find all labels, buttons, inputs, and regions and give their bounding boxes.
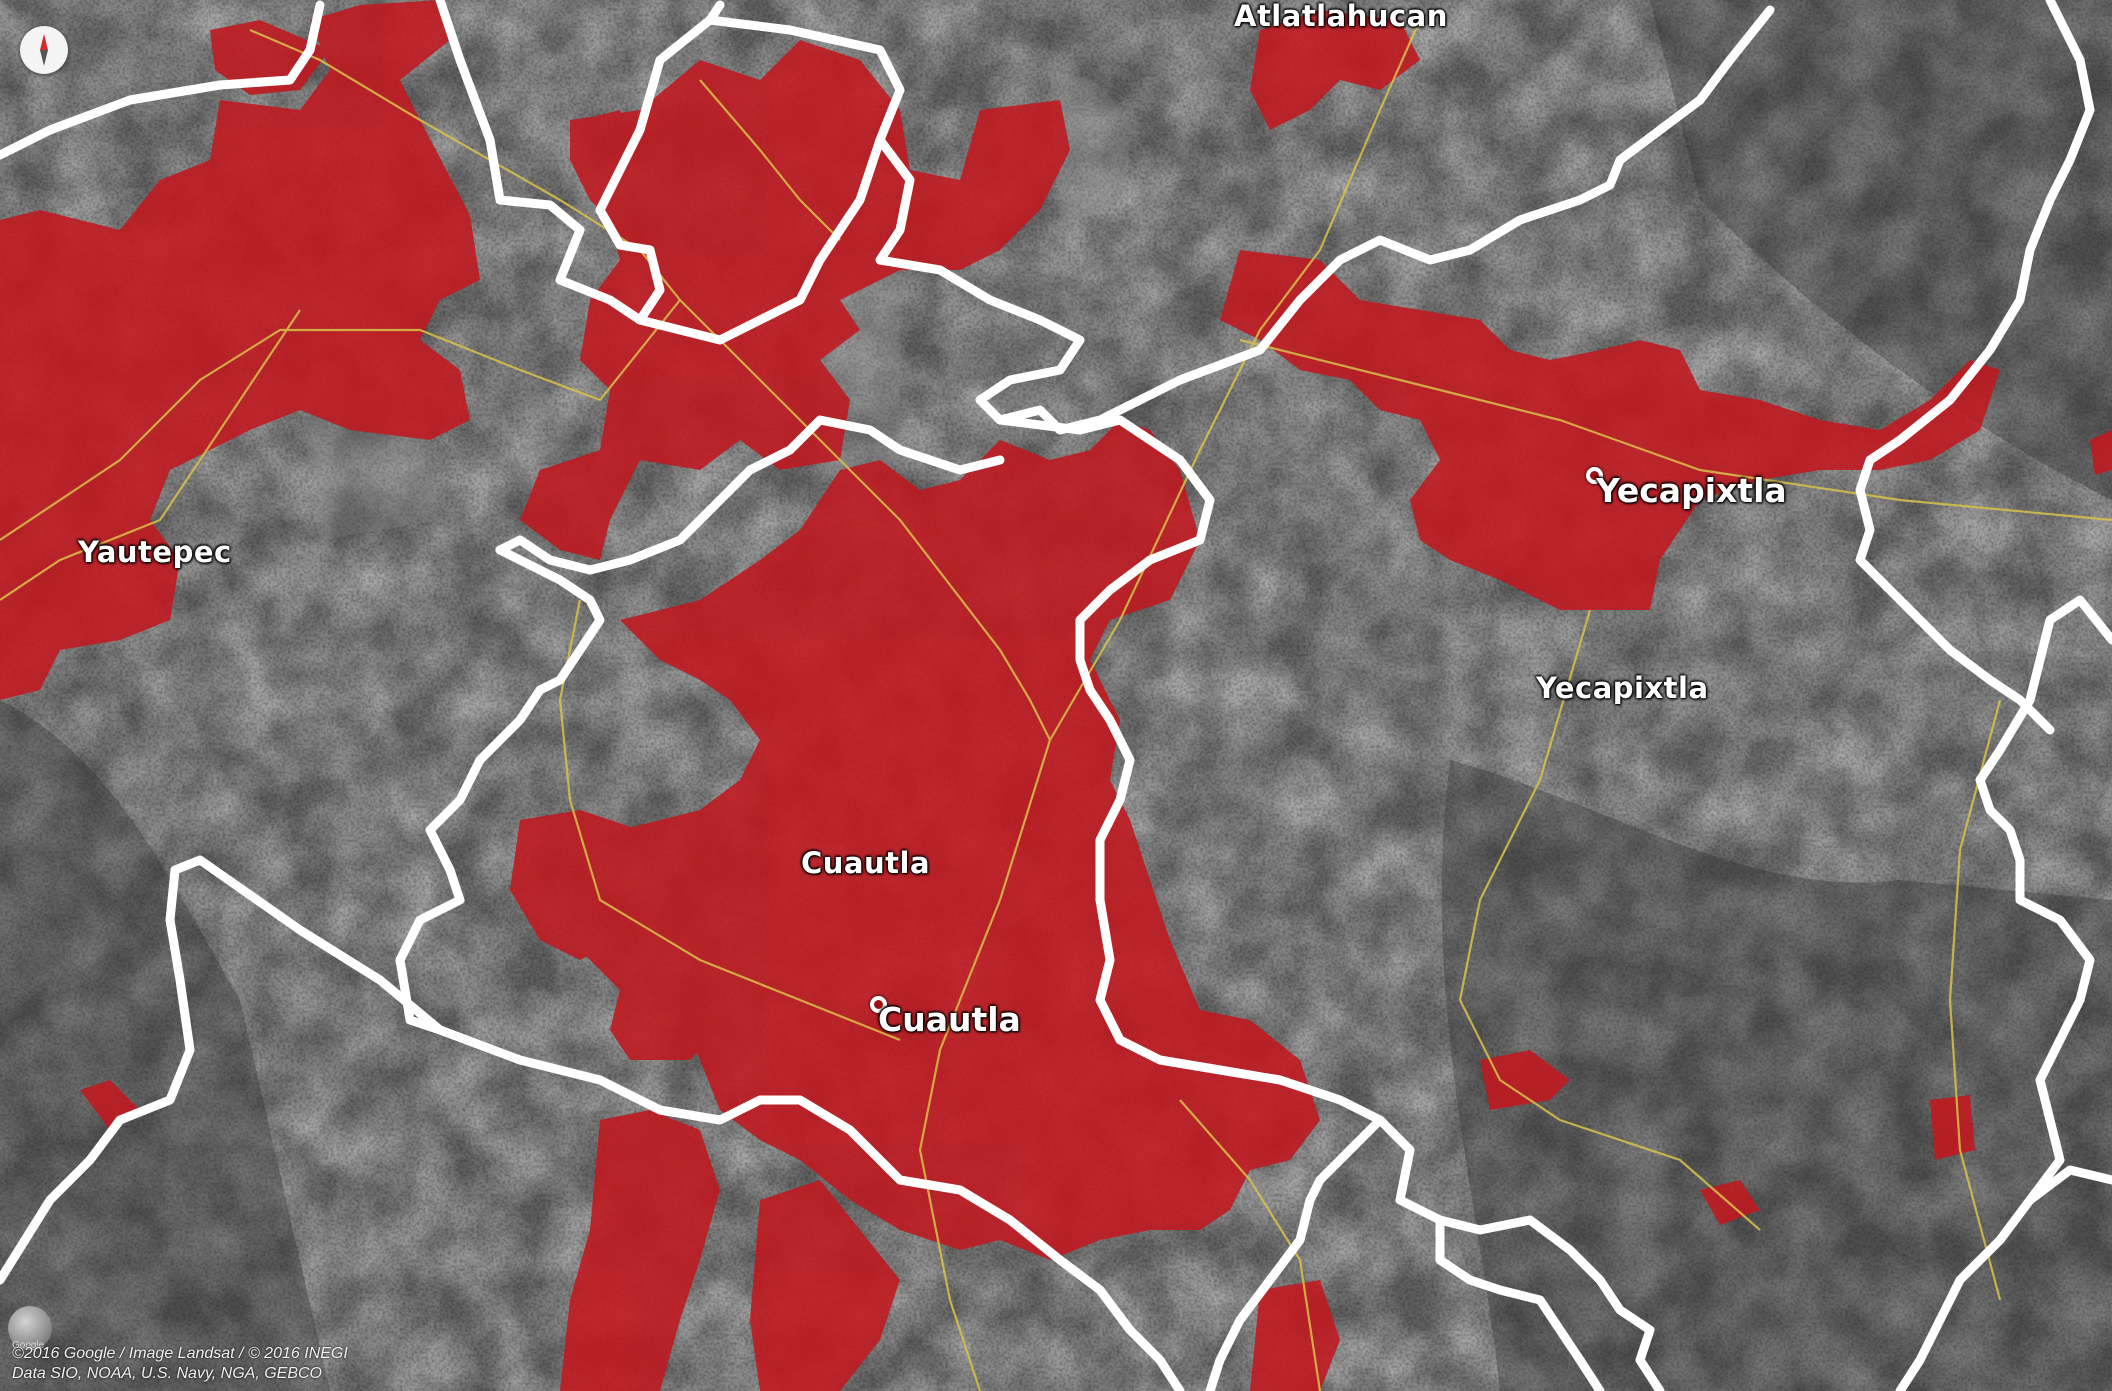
label-yecapixtla-municipality: Yecapixtla — [1536, 671, 1709, 705]
urban-area-southeast — [1250, 1280, 1340, 1391]
label-cuautla-town: Cuautla — [878, 1000, 1021, 1039]
terrain-light-patches — [300, 76, 1130, 540]
label-yautepec: Yautepec — [78, 535, 232, 569]
urban-area-atlatlahucan — [1250, 10, 1420, 130]
attribution-line-2: Data SIO, NOAA, U.S. Navy, NGA, GEBCO — [12, 1365, 322, 1382]
urban-area-east-small-3 — [1930, 1095, 1975, 1160]
cuautla-town-marker[interactable] — [870, 996, 887, 1013]
boundary-north-spur — [435, 0, 1775, 435]
urban-area-cuautla-west-1 — [510, 810, 660, 960]
google-logo: Google — [8, 1306, 52, 1351]
boundary-yautepec-cuautla-south — [0, 855, 1185, 1391]
road-west — [0, 309, 301, 601]
urban-area-cuautla-west-2 — [610, 960, 730, 1060]
road-east — [1239, 338, 2112, 522]
label-cuautla-municipality: Cuautla — [801, 846, 931, 880]
map-attribution: ©2016 Google / Image Landsat / © 2016 IN… — [12, 1344, 348, 1384]
urban-area-yecapixtla — [1220, 250, 2000, 610]
road-south — [918, 739, 1052, 1391]
boundary-far-east — [1895, 595, 2112, 1391]
boundary-southeast-inner — [1435, 1215, 1605, 1391]
boundary-north-inner — [635, 0, 885, 345]
urban-area-south-2 — [750, 1180, 900, 1391]
boundary-cuautla-northwest — [495, 415, 1005, 575]
yecapixtla-town-marker[interactable] — [1586, 467, 1603, 484]
road-yecapixtla — [1049, 19, 1422, 741]
road-north-center — [699, 79, 841, 241]
attribution-line-1: ©2016 Google / Image Landsat / © 2016 IN… — [12, 1345, 348, 1362]
urban-area-south — [560, 1110, 720, 1391]
boundary-cuautla-east-2 — [995, 415, 1185, 465]
compass-button[interactable] — [20, 26, 68, 74]
road-east-loop — [1458, 609, 1761, 1231]
boundary-cuautla-west — [395, 545, 605, 1035]
boundary-southeast-loop — [1375, 1115, 1665, 1391]
road-highway-cuautla — [679, 299, 1051, 741]
road-west-ring — [558, 599, 901, 1042]
label-atlatlahucan: Atlatlahucan — [1234, 0, 1448, 33]
urban-area-north-west — [210, 20, 330, 95]
urban-area-east-small-1 — [1480, 1050, 1570, 1110]
boundary-southeast — [1205, 1115, 1385, 1391]
boundary-yautepec-north — [0, 0, 325, 160]
compass-north-icon — [40, 34, 48, 66]
label-yecapixtla-town: Yecapixtla — [1596, 471, 1787, 510]
urban-area-yautepec — [0, 0, 480, 700]
roads-layer — [0, 19, 2112, 1391]
boundary-cuautla-east — [1075, 455, 1385, 1125]
google-logo-text: Google — [12, 1340, 45, 1351]
road-far-east — [1948, 699, 2002, 1301]
boundary-far-east-lower — [2025, 1165, 2112, 1205]
road-yautepec — [0, 299, 681, 541]
boundary-yecapixtla-east — [1855, 0, 2095, 735]
road-southeast — [1179, 1099, 1322, 1391]
urban-area-far-east — [2090, 430, 2112, 475]
